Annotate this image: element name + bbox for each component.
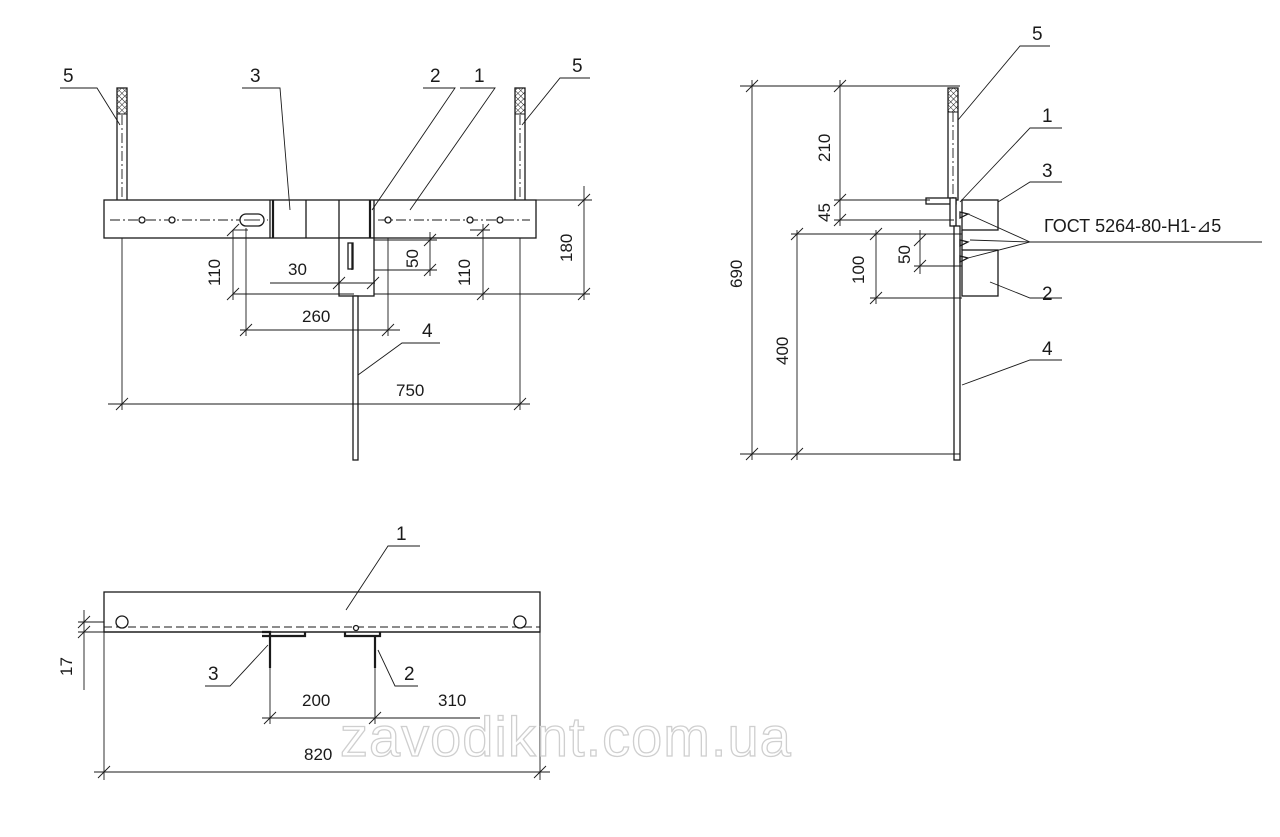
- top-label-part-1: 1: [396, 524, 407, 545]
- top-label-part-3: 3: [208, 664, 219, 685]
- label-part-4: 4: [422, 321, 433, 342]
- side-dim-45: 45: [815, 203, 834, 222]
- side-label-part-3: 3: [1042, 161, 1053, 182]
- side-dim-400: 400: [773, 337, 792, 365]
- top-label-part-2: 2: [404, 664, 415, 685]
- dim-180: 180: [557, 234, 576, 262]
- label-part-5-left: 5: [63, 66, 74, 87]
- top-dim-310: 310: [438, 691, 466, 710]
- weld-note: ГОСТ 5264-80-Н1-⊿5: [1044, 216, 1221, 236]
- side-label-part-5: 5: [1032, 24, 1043, 45]
- dim-50: 50: [403, 249, 422, 268]
- label-part-5-right: 5: [572, 56, 583, 77]
- side-label-part-1: 1: [1042, 106, 1053, 127]
- dim-110-right: 110: [455, 259, 474, 286]
- top-dim-820: 820: [304, 745, 332, 764]
- dim-30: 30: [288, 260, 307, 279]
- side-dim-100: 100: [849, 256, 868, 284]
- dim-750: 750: [396, 381, 424, 400]
- side-dim-210: 210: [815, 134, 834, 162]
- side-dim-690: 690: [727, 260, 746, 288]
- side-label-part-4: 4: [1042, 339, 1053, 360]
- top-dim-200: 200: [302, 691, 330, 710]
- dim-260: 260: [302, 307, 330, 326]
- label-part-2: 2: [430, 66, 441, 87]
- top-view: 1 3 2 17 200 310 820: [57, 524, 550, 780]
- dim-110-left: 110: [205, 259, 224, 286]
- label-part-1: 1: [474, 66, 485, 87]
- label-part-3: 3: [250, 66, 261, 87]
- side-dim-50: 50: [895, 245, 914, 264]
- side-label-part-2: 2: [1042, 284, 1053, 305]
- main-plate: [103, 199, 537, 239]
- top-dim-17: 17: [57, 657, 76, 676]
- watermark: zavodiknt.com.ua: [340, 705, 792, 768]
- side-view: 5 1 3 2 4 ГОСТ 5264-80-Н1-⊿5 690 210 45 …: [727, 24, 1262, 461]
- front-view: 5 3 2 1 5 4 110 30 50 110 180 260 750: [60, 56, 592, 461]
